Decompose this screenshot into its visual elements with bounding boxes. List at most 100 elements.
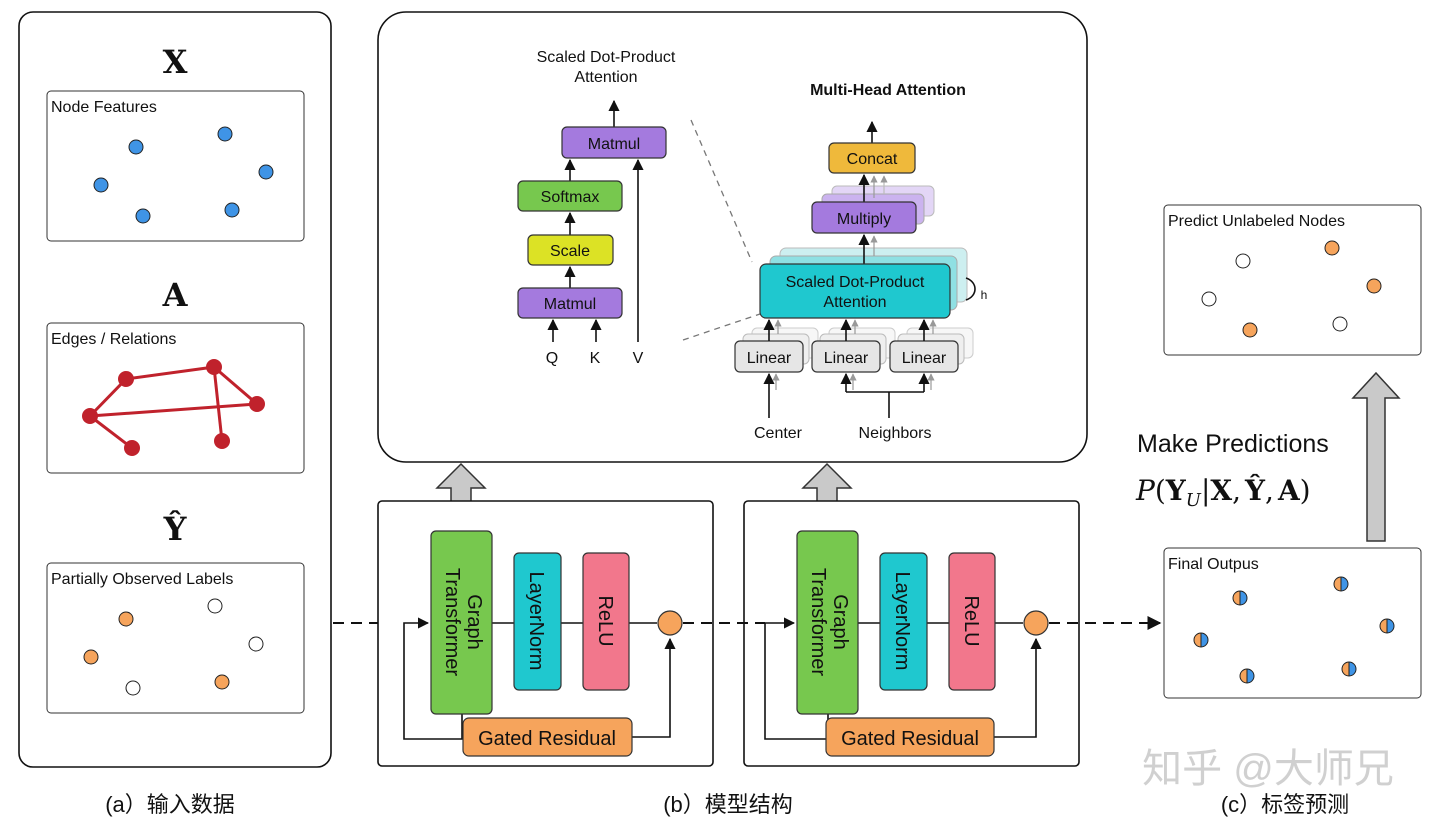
transformer-layer-2: Graph Transformer LayerNorm ReLU Gated R… <box>743 500 1080 767</box>
caption-b: (b）模型结构 <box>663 792 793 817</box>
predict-node-2 <box>1324 240 1340 256</box>
gated-residual-1-box <box>462 717 633 757</box>
predict-label: Predict Unlabeled Nodes <box>1168 213 1345 230</box>
edge-node-2 <box>206 359 222 375</box>
feature-node-1 <box>128 139 144 155</box>
scale-label: Scale <box>550 243 590 260</box>
sdpa-title-line1: Scaled Dot-Product <box>537 49 676 66</box>
partial-labels-label: Partially Observed Labels <box>51 571 233 588</box>
predict-box <box>1163 204 1422 356</box>
predict-node-4 <box>1201 291 1217 307</box>
edge-link-3 <box>89 402 258 418</box>
feature-node-3 <box>258 164 274 180</box>
graph-transformer-1-line1: Graph <box>463 594 485 650</box>
node-features-box <box>46 90 305 242</box>
edges-nodes <box>82 359 265 456</box>
a-symbol: A <box>162 276 189 314</box>
partial-labels-nodes <box>83 598 264 696</box>
neighbors-label: Neighbors <box>859 425 932 442</box>
final-outputs-box <box>1163 547 1422 699</box>
matmul-bottom-box <box>517 287 623 319</box>
final-outputs-label: Final Outpus <box>1168 556 1259 573</box>
graph-transformer-1-line2: Transformer <box>441 568 463 677</box>
label-node-3 <box>248 636 264 652</box>
multiply-label: Multiply <box>837 211 891 228</box>
feature-node-2 <box>217 126 233 142</box>
graph-transformer-2-line1: Graph <box>829 594 851 650</box>
partial-labels-box <box>46 562 305 714</box>
final-node-2 <box>1333 576 1349 592</box>
matmul-top-label: Matmul <box>588 136 640 153</box>
edge-node-3 <box>249 396 265 412</box>
edge-node-6 <box>214 433 230 449</box>
graph-transformer-2-box <box>796 530 859 715</box>
q-label: Q <box>546 350 558 367</box>
feature-node-4 <box>93 177 109 193</box>
caption-c: (c）标签预测 <box>1221 792 1349 817</box>
feature-node-5 <box>135 208 151 224</box>
graph-transformer-2-line2: Transformer <box>807 568 829 677</box>
center-label: Center <box>754 425 803 442</box>
k-label: K <box>590 350 601 367</box>
edge-link-1 <box>125 365 215 381</box>
node-features-nodes <box>93 126 274 224</box>
gated-residual-2-label: Gated Residual <box>841 728 979 750</box>
add-node-1 <box>657 610 683 636</box>
add-node-2 <box>1023 610 1049 636</box>
final-node-5 <box>1239 668 1255 684</box>
panel-b-attention: Scaled Dot-Product Attention Matmul Soft… <box>377 11 1088 463</box>
mha-sdpa-line2: Attention <box>823 294 886 311</box>
multiply-box <box>811 201 917 234</box>
matmul-top-box <box>561 126 667 159</box>
predict-node-3 <box>1366 278 1382 294</box>
edge-node-4 <box>82 408 98 424</box>
predict-node-6 <box>1332 316 1348 332</box>
h-label: h <box>981 288 988 302</box>
predict-node-5 <box>1242 322 1258 338</box>
final-to-predict-arrow <box>1351 371 1401 542</box>
watermark: 知乎 @大师兄 <box>1142 747 1394 791</box>
mha-diagram: Multi-Head Attention Concat Multiply Sca… <box>734 82 988 442</box>
edges-links <box>88 365 258 450</box>
linear-neighbors-2-label: Linear <box>902 350 947 367</box>
matmul-bottom-label: Matmul <box>544 296 596 313</box>
prediction-formula: P(YU|X,Ŷ,A) <box>1135 474 1311 511</box>
edge-link-2 <box>88 377 128 418</box>
label-node-4 <box>83 649 99 665</box>
edge-link-5 <box>212 366 224 442</box>
sdpa-title-line2: Attention <box>574 69 637 86</box>
gated-residual-2-box <box>825 717 995 757</box>
scale-box <box>527 234 614 266</box>
final-node-1 <box>1232 590 1248 606</box>
edge-node-1 <box>118 371 134 387</box>
concat-label: Concat <box>847 151 898 168</box>
relu-1-label: ReLU <box>594 595 616 646</box>
sdpa-diagram: Scaled Dot-Product Attention Matmul Soft… <box>517 49 676 367</box>
panel-a-input-data: X Node Features A Edges / Relations Ŷ Pa… <box>18 11 332 768</box>
layernorm-1-label: LayerNorm <box>525 572 547 671</box>
edge-link-6 <box>89 414 133 450</box>
linear-center: Linear <box>734 318 819 418</box>
y-hat-symbol: Ŷ <box>163 510 188 548</box>
mha-title: Multi-Head Attention <box>810 82 966 99</box>
relu-2-box <box>948 552 996 691</box>
label-node-5 <box>125 680 141 696</box>
final-node-4 <box>1193 632 1209 648</box>
edges-box <box>46 322 305 474</box>
relu-1-box <box>582 552 630 691</box>
predict-nodes <box>1201 240 1382 338</box>
predict-node-1 <box>1235 253 1251 269</box>
mha-sdpa-box <box>759 263 951 319</box>
relu-2-label: ReLU <box>960 595 982 646</box>
edge-node-5 <box>124 440 140 456</box>
label-node-1 <box>118 611 134 627</box>
linear-neighbors-2: Linear <box>889 318 974 392</box>
panel-c-predictions: Predict Unlabeled Nodes Make Predictions… <box>1135 204 1422 699</box>
graph-transformer-1-box <box>430 530 493 715</box>
edge-link-4 <box>213 365 258 406</box>
label-node-2 <box>207 598 223 614</box>
concat-box <box>828 142 916 174</box>
mha-sdpa-line1: Scaled Dot-Product <box>786 274 925 291</box>
final-node-6 <box>1341 661 1357 677</box>
